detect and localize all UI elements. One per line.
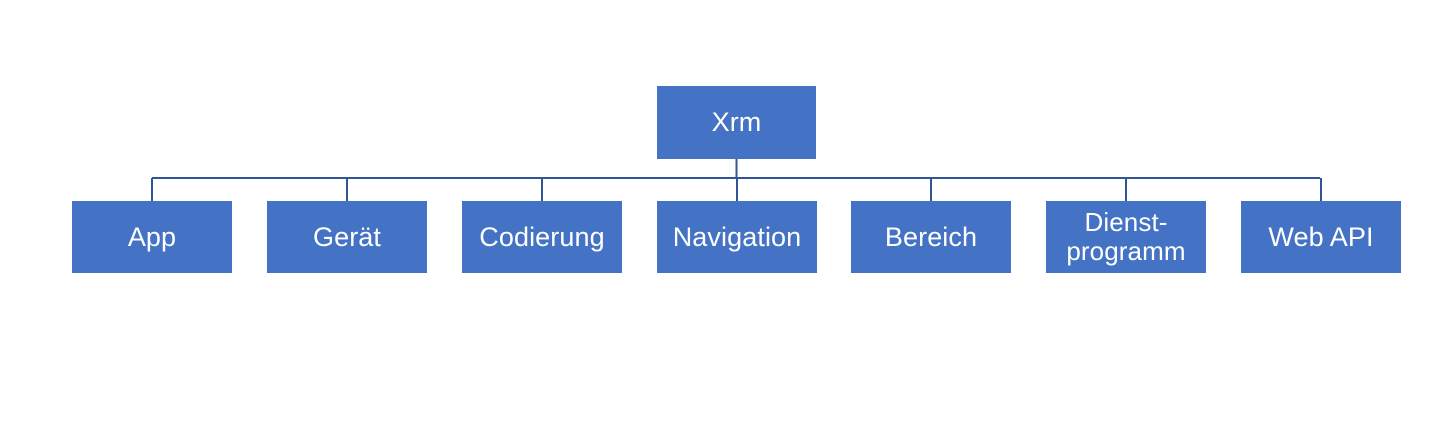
node-bereich[interactable]: Bereich [851, 201, 1011, 273]
node-app[interactable]: App [72, 201, 232, 273]
node-xrm[interactable]: Xrm [657, 86, 816, 159]
node-geraet-label: Gerät [312, 221, 382, 252]
node-codierung-label: Codierung [479, 221, 605, 252]
node-bereich-label: Bereich [884, 221, 978, 252]
node-dienstprogramm[interactable]: Dienst- programm [1046, 201, 1206, 273]
node-dienstprogramm-label: Dienst- programm [1066, 206, 1186, 266]
node-navigation-label: Navigation [672, 221, 802, 252]
node-navigation[interactable]: Navigation [657, 201, 817, 273]
node-app-label: App [127, 221, 177, 252]
node-webapi-label: Web API [1268, 221, 1374, 252]
node-webapi[interactable]: Web API [1241, 201, 1401, 273]
node-codierung[interactable]: Codierung [462, 201, 622, 273]
node-geraet[interactable]: Gerät [267, 201, 427, 273]
node-xrm-label: Xrm [711, 107, 762, 138]
